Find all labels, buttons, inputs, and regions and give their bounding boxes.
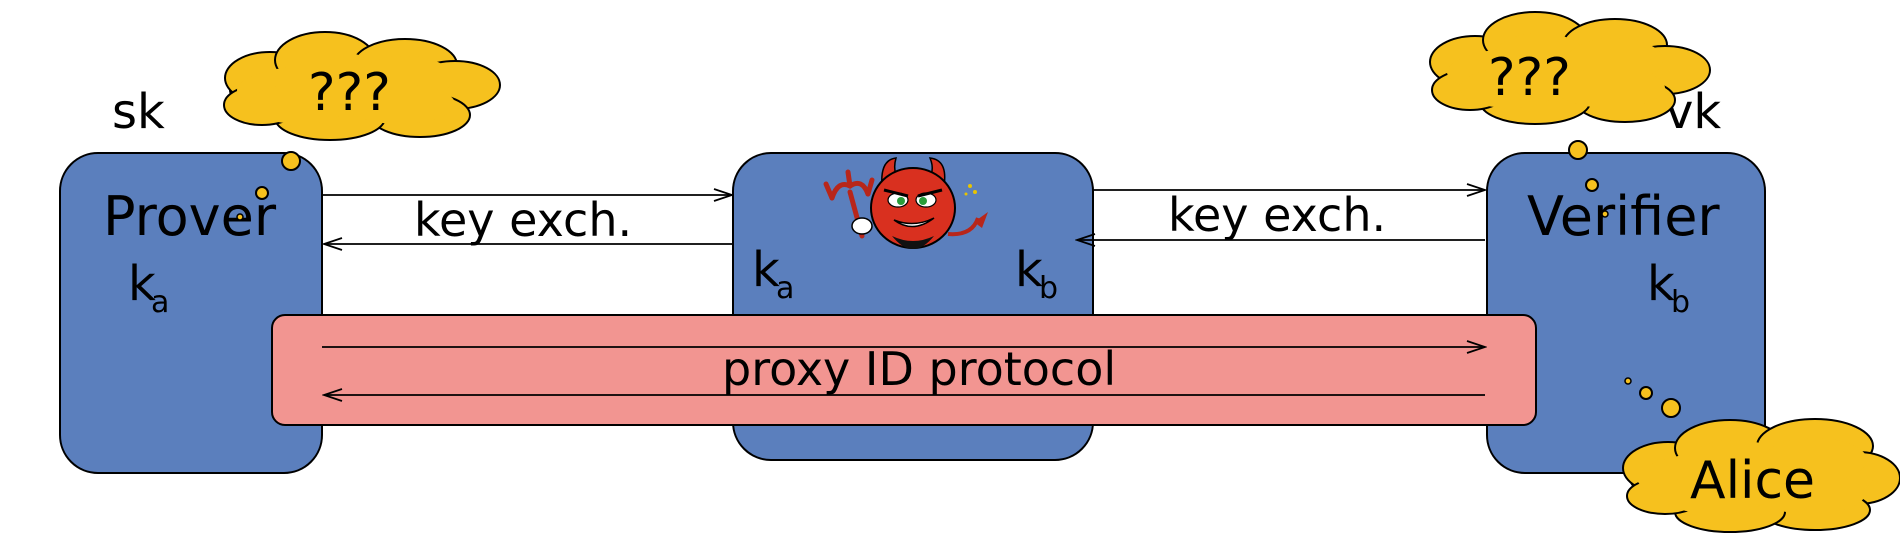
sk-label: sk: [112, 84, 165, 140]
verifier-key-sub: b: [1671, 285, 1690, 320]
proxy-label: proxy ID protocol: [722, 342, 1116, 396]
prover-key: k a: [128, 256, 169, 320]
prover-label: Prover: [103, 185, 277, 248]
verifier-key: k b: [1647, 256, 1690, 320]
verifier-key-base: k: [1647, 256, 1675, 312]
prover-key-sub: a: [151, 285, 169, 320]
mitm-key-left: k a: [752, 242, 794, 306]
verifier-label: Verifier: [1527, 185, 1720, 248]
mitm-key-right-base: k: [1015, 242, 1043, 298]
proxy-band: [271, 314, 1537, 426]
thought-verifier-text: ???: [1488, 48, 1571, 108]
key-exchange-right-label: key exch.: [1168, 188, 1386, 242]
mitm-key-right-sub: b: [1039, 271, 1058, 306]
thought-prover-text: ???: [308, 63, 391, 123]
key-exchange-left-label: key exch.: [414, 193, 632, 247]
prover-key-base: k: [128, 256, 156, 312]
thought-cloud-icon: [223, 31, 501, 221]
prover-box: [59, 152, 323, 474]
mitm-key-left-base: k: [752, 242, 780, 298]
thought-cloud-icon: [1429, 11, 1711, 218]
mitm-key-right: k b: [1015, 242, 1058, 306]
mitm-key-left-sub: a: [776, 271, 794, 306]
thought-cloud-icon: [1622, 377, 1900, 533]
devil-icon: [823, 157, 988, 249]
thought-alice-text: Alice: [1690, 451, 1815, 511]
